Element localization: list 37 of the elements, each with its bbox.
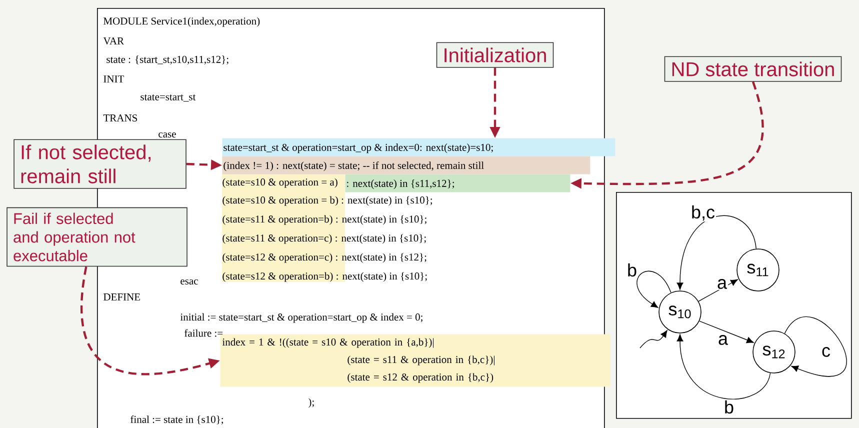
edge-label: a	[717, 334, 729, 346]
code-line: (state=s12 & operation=c) : next(state) in {s12};	[222, 253, 426, 263]
highlighted-code: (index != 1) : next(state) = state; -- if not selected, remain still	[222, 156, 590, 174]
transition-arrow	[636, 270, 672, 308]
callout-box: ND state transition	[664, 56, 842, 82]
code-line: (state=s11 & operation=b) : next(state) in {s10};	[222, 215, 426, 225]
highlighted-code: index = 1 & !((state = s10 & operation in {a,b})| (state = s11 & operation in {b,c})| (state = s12 & operation in {b,c})	[220, 334, 610, 387]
code-line: (state=s10 & operation = a)	[222, 178, 338, 188]
transition-arrow	[699, 320, 754, 344]
transition-arrow	[784, 316, 847, 376]
transition-arrow	[640, 330, 668, 348]
code-line: esac	[180, 279, 198, 285]
edge-label: b,c	[690, 204, 716, 222]
highlighted-code: : next(state) in {s11,s12};	[345, 174, 570, 192]
code-line: failure :=	[184, 329, 223, 337]
code-line: VAR	[103, 37, 124, 45]
callout-box: Initialization	[436, 42, 554, 68]
callout-box: Fail if selected and operation not executable	[6, 207, 188, 267]
code-line: final := state in {s10};	[130, 416, 223, 424]
code-line: initial := state=start_st & operation=start_op & index = 0;	[180, 313, 422, 323]
code-line: (state=s12 & operation=b) : next(state) in {s10};	[222, 272, 427, 282]
highlighted-code: state=start_st & operation=start_op & index=0: next(state)=s10;	[222, 138, 616, 156]
code-line: INIT	[104, 76, 124, 82]
code-line: (state=s11 & operation=c) : next(state) in {s10};	[222, 234, 426, 244]
code-line: TRANS	[103, 114, 137, 122]
edge-label: c	[820, 346, 832, 358]
code-line: );	[308, 398, 314, 408]
edge-label: a	[716, 278, 728, 290]
code-line: DEFINE	[104, 294, 140, 300]
transition-arrow	[676, 215, 756, 290]
transition-arrow	[698, 279, 738, 302]
code-line: MODULE Service1(index,operation)	[104, 17, 260, 27]
code-line: (state=s10 & operation = b) : next(state) in {s10};	[222, 196, 432, 206]
transition-arrow	[676, 334, 771, 400]
callout-box: If not selected, remain still	[14, 139, 186, 189]
code-line: state : {start_st,s10,s11,s12};	[106, 56, 228, 64]
code-line: state=start_st	[140, 94, 196, 102]
